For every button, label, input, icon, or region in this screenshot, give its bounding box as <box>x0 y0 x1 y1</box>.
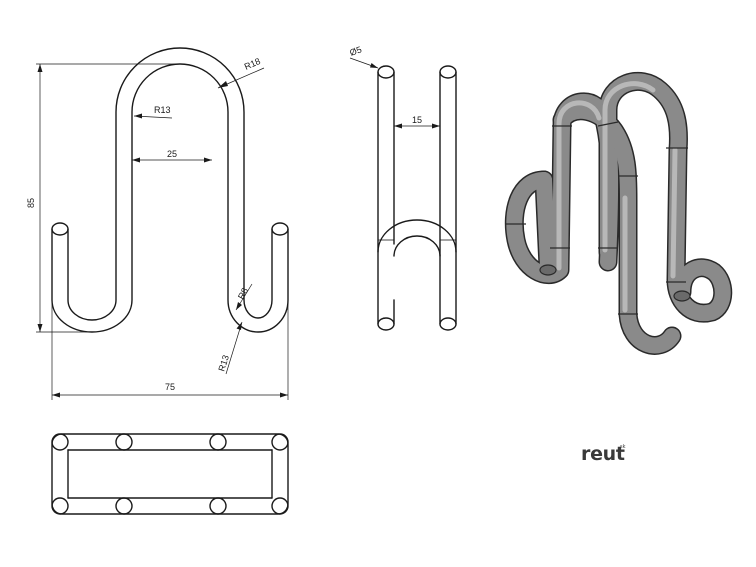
dim-r13-outer-label: R13 <box>216 354 231 373</box>
dim-height-label: 85 <box>26 198 36 208</box>
dim-diameter: Ø5 <box>348 44 379 69</box>
isometric-render <box>504 71 733 355</box>
dim-25: 25 <box>132 149 212 163</box>
dim-15: 15 <box>394 115 440 129</box>
side-tube-top-right <box>439 65 457 79</box>
top-tube-section-2 <box>115 433 133 451</box>
iso-tube-end-2 <box>673 290 691 302</box>
top-tube-section-5 <box>51 497 69 515</box>
side-tube-bottom-right <box>439 317 457 331</box>
brand-superscript: sk <box>620 444 626 450</box>
dim-r8: R8 <box>235 283 253 311</box>
dim-15-label: 15 <box>412 115 422 125</box>
side-view <box>377 65 457 331</box>
hook-end-cap-left <box>51 222 69 236</box>
dim-height: 85 <box>26 63 180 333</box>
brand-logo: reut sk <box>581 443 626 465</box>
dim-width: 75 <box>51 236 289 400</box>
side-tube-top-left <box>377 65 395 79</box>
side-tube-bottom-left <box>377 317 395 331</box>
brand-name: reut <box>581 443 625 465</box>
hook-end-cap-right <box>271 222 289 236</box>
dim-r13-inner: R13 <box>133 105 173 119</box>
top-tube-section-1 <box>51 433 69 451</box>
dim-diameter-label: Ø5 <box>348 44 363 58</box>
top-tube-section-3 <box>209 433 227 451</box>
dim-r18-label: R18 <box>243 56 262 72</box>
dim-25-label: 25 <box>167 149 177 159</box>
top-view-outer <box>51 433 289 515</box>
dim-r13-outer: R13 <box>216 321 243 375</box>
dim-r13-inner-label: R13 <box>154 105 171 115</box>
side-u-bend-outer <box>377 219 457 253</box>
side-u-bend-inner <box>393 235 441 257</box>
top-tube-section-7 <box>209 497 227 515</box>
dim-r18: R18 <box>217 56 265 89</box>
top-tube-section-8 <box>271 497 289 515</box>
dim-width-label: 75 <box>165 382 175 392</box>
hook-inner-contour <box>67 47 273 321</box>
dim-r8-label: R8 <box>236 286 250 301</box>
top-view <box>51 433 289 515</box>
top-tube-section-6 <box>115 497 133 515</box>
top-tube-section-4 <box>271 433 289 451</box>
iso-tube-end-1 <box>539 264 557 276</box>
front-view <box>51 47 289 333</box>
